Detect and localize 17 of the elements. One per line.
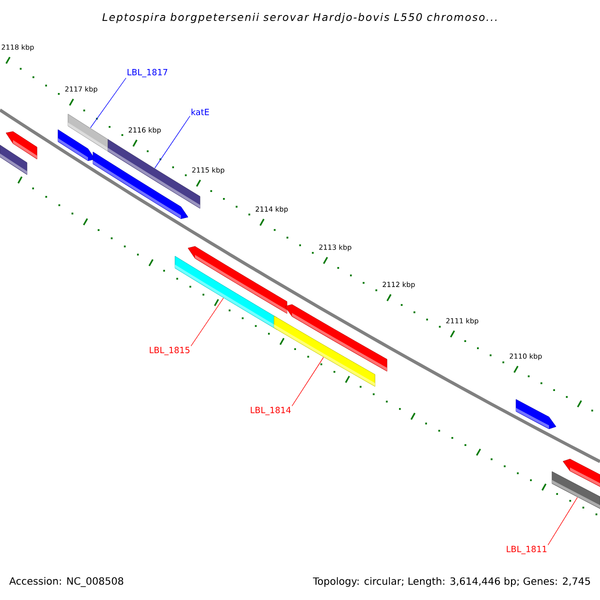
leader-line (548, 497, 578, 546)
gene-bar (174, 256, 278, 330)
leader-line (90, 78, 126, 128)
gene-bar (68, 114, 108, 152)
gene-label: katE (192, 108, 209, 116)
leader-line (154, 116, 190, 168)
gene-label: LBL_1817 (128, 68, 168, 78)
gene-bar (274, 316, 376, 387)
leader-line (190, 298, 224, 346)
gene-label: LBL_1815 (150, 346, 190, 356)
genome-info-text: Topology: circular; Length: 3,614,446 bp; Genes: 2,745 (312, 577, 590, 587)
gene-label: LBL_1811 (506, 546, 546, 554)
accession-text: Accession: NC_008508 (9, 577, 124, 587)
leader-line (292, 357, 324, 406)
title: Leptospira borgpetersenii serovar Hardjo-bovis L550 chromoso... (102, 12, 497, 24)
gene-bar (552, 471, 600, 509)
gene-label: LBL_1814 (250, 406, 291, 416)
